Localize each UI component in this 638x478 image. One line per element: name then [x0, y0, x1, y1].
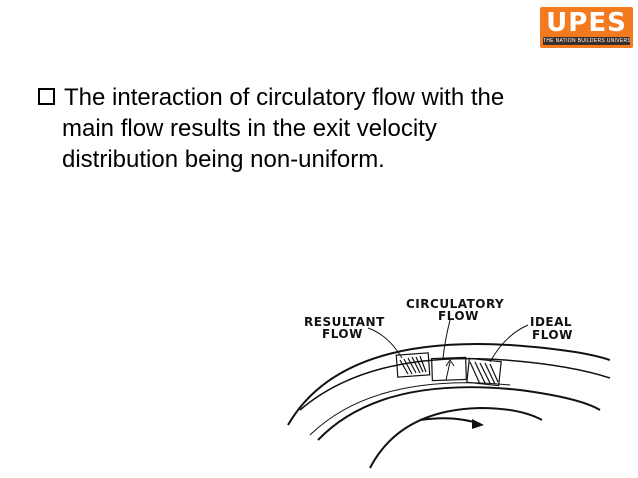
ideal-flow-hatch — [469, 361, 499, 385]
rotation-arrow — [419, 417, 481, 425]
outer-blade-curve — [287, 343, 610, 426]
circulatory-arrow — [445, 359, 455, 381]
circulatory-leader-line — [442, 319, 451, 359]
label-resultant-flow: FLOW — [322, 327, 363, 341]
bullet-line-1: The interaction of circulatory flow with… — [64, 84, 505, 111]
ideal-leader-line — [489, 324, 529, 363]
label-circulatory: CIRCULATORY — [406, 297, 504, 311]
resultant-flow-hatch — [399, 355, 427, 375]
inner-flow-curve — [299, 357, 610, 411]
resultant-flow-box — [395, 352, 431, 378]
hub-arc — [369, 406, 543, 469]
bullet-line-3: distribution being non-uniform. — [62, 146, 385, 173]
rotation-arrowhead — [472, 419, 484, 429]
ideal-flow-box — [466, 357, 502, 387]
inner-blade-curve — [317, 386, 601, 441]
label-ideal-flow: FLOW — [532, 328, 573, 342]
bullet-text: The interaction of circulatory flow with… — [38, 82, 598, 175]
logo-wordmark: UPES — [546, 8, 627, 38]
circulatory-flow-box — [431, 356, 467, 382]
label-resultant: RESULTANT — [304, 315, 385, 329]
flow-diagram: CIRCULATORY FLOW RESULTANT FLOW IDEAL FL… — [287, 297, 610, 469]
checkbox-icon — [38, 88, 55, 105]
label-ideal: IDEAL — [530, 315, 572, 329]
upes-logo: UPES THE NATION BUILDERS UNIVERSITY — [540, 7, 633, 48]
logo-tagline: THE NATION BUILDERS UNIVERSITY — [543, 37, 630, 45]
bullet-point: The interaction of circulatory flow with… — [38, 82, 598, 175]
bullet-line-2: main flow results in the exit velocity — [62, 115, 437, 142]
resultant-leader-line — [367, 327, 403, 359]
label-circulatory-flow: FLOW — [438, 309, 479, 323]
